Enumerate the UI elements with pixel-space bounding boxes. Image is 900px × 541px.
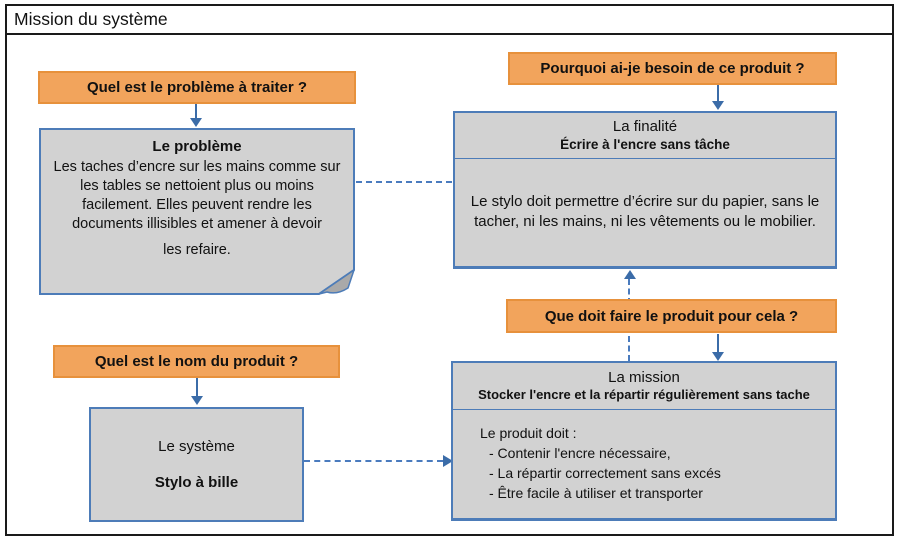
arrow-down-mission <box>717 334 719 352</box>
page-title: Mission du système <box>14 9 168 29</box>
finality-body: Le stylo doit permettre d’écrire sur du … <box>470 192 820 230</box>
mission-item: - La répartir correctement sans excés <box>489 464 721 481</box>
finality-header: La finalité Écrire à l'encre sans tâche <box>455 113 835 159</box>
arrow-down-finality <box>717 85 719 101</box>
note-shape <box>39 128 355 295</box>
problem-note-body-last: les refaire. <box>163 242 231 259</box>
problem-note-body: Les taches d’encre sur les mains comme s… <box>53 159 341 232</box>
mission-box: La mission Stocker l'encre et la réparti… <box>451 361 837 521</box>
question-box-problem-label: Quel est le problème à traiter ? <box>86 79 308 96</box>
mission-header: La mission Stocker l'encre et la réparti… <box>453 363 835 410</box>
question-box-name-label: Quel est le nom du produit ? <box>94 353 299 370</box>
question-box-why-label: Pourquoi ai-je besoin de ce produit ? <box>540 60 805 77</box>
outer-frame <box>5 4 894 536</box>
title-divider <box>5 33 894 35</box>
system-name: Stylo à bille <box>154 474 239 491</box>
mission-title: La mission <box>608 368 680 386</box>
finality-subtitle: Écrire à l'encre sans tâche <box>560 137 730 153</box>
arrow-down-problem <box>195 104 197 118</box>
question-box-problem: Quel est le problème à traiter ? <box>38 71 356 104</box>
arrow-down-system <box>196 378 198 396</box>
problem-note-box: Le problème Les taches d’encre sur les m… <box>39 128 355 295</box>
mission-item: - Contenir l'encre nécessaire, <box>489 444 671 461</box>
dashed-connector-problem-finality <box>356 181 452 183</box>
problem-note-text: Le problème Les taches d’encre sur les m… <box>39 138 355 258</box>
question-box-name: Quel est le nom du produit ? <box>53 345 340 378</box>
system-box: Le système Stylo à bille <box>89 407 304 522</box>
problem-note-title: Le problème <box>152 138 242 155</box>
dashed-arrow-system-mission <box>304 455 453 467</box>
system-title: Le système <box>158 438 235 455</box>
mission-body: Le produit doit : - Contenir l'encre néc… <box>453 410 835 504</box>
question-box-what-label: Que doit faire le produit pour cela ? <box>544 307 799 325</box>
mission-subtitle: Stocker l'encre et la répartir régulière… <box>478 387 810 403</box>
mission-body-intro: Le produit doit : <box>480 425 577 441</box>
finality-title: La finalité <box>612 117 678 135</box>
question-box-what: Que doit faire le produit pour cela ? <box>506 299 837 333</box>
question-box-why: Pourquoi ai-je besoin de ce produit ? <box>508 52 837 85</box>
finality-box: La finalité Écrire à l'encre sans tâche … <box>453 111 837 269</box>
mission-item: - Être facile à utiliser et transporter <box>489 484 703 501</box>
